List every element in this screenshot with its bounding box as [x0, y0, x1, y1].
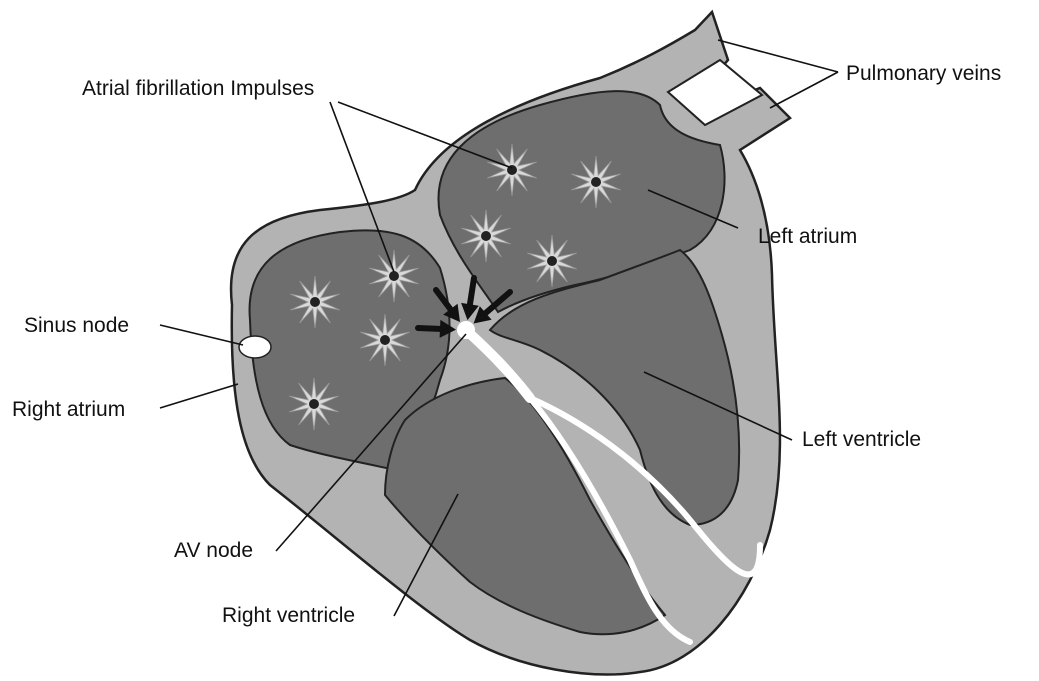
- label-sinus-node: Sinus node: [24, 314, 129, 337]
- label-impulses: Atrial fibrillation Impulses: [82, 77, 314, 100]
- label-left-atrium: Left atrium: [758, 225, 857, 248]
- label-pulmonary-veins: Pulmonary veins: [846, 62, 1001, 85]
- label-right-ventricle: Right ventricle: [222, 604, 355, 627]
- leader-pulmonary-b: [770, 72, 838, 108]
- sinus-node: [239, 336, 271, 358]
- leader-right-atrium: [160, 384, 238, 408]
- av-node: [457, 321, 475, 339]
- label-right-atrium: Right atrium: [12, 398, 125, 421]
- leader-pulmonary: [718, 40, 838, 72]
- label-left-ventricle: Left ventricle: [802, 428, 921, 451]
- label-av-node: AV node: [174, 539, 253, 562]
